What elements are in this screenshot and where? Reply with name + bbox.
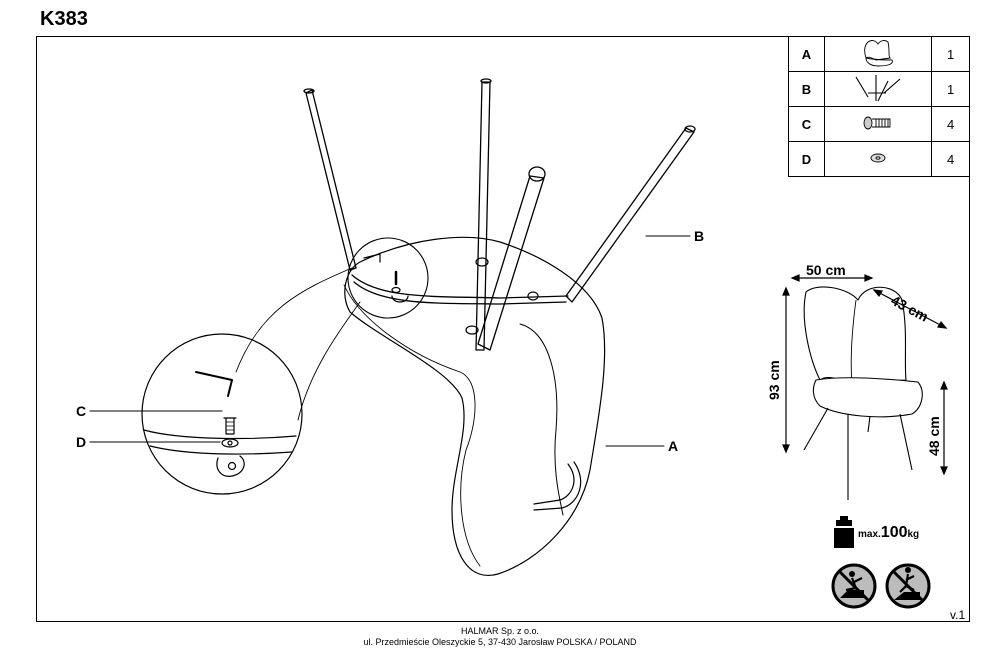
part-letter: B xyxy=(788,71,825,107)
parts-row: D 4 xyxy=(788,141,970,177)
chair-side-view xyxy=(803,286,923,500)
part-letter: A xyxy=(788,36,825,72)
part-qty: 4 xyxy=(931,106,970,142)
callout-d: D xyxy=(76,434,87,450)
no-standing-on-seat-icon xyxy=(831,563,877,609)
screw-icon xyxy=(863,116,891,129)
dim-seat-height-label: 48 cm xyxy=(926,416,942,456)
footer: HALMAR Sp. z o.o. ul. Przedmieście Olesz… xyxy=(0,626,1000,648)
parts-row: B 1 xyxy=(788,71,970,107)
callout-b: B xyxy=(694,228,705,244)
detail-circle-large xyxy=(141,333,303,495)
footer-company: HALMAR Sp. z o.o. xyxy=(460,626,540,636)
parts-row: A 1 xyxy=(788,36,970,72)
legs-frame xyxy=(303,78,696,351)
dim-width-label: 50 cm xyxy=(806,262,846,278)
mount-plate xyxy=(465,325,479,335)
model-number: K383 xyxy=(40,8,88,30)
part-letter: D xyxy=(788,141,825,177)
dim-height-label: 93 cm xyxy=(766,360,782,400)
part-qty: 1 xyxy=(931,71,970,107)
footer-address: ul. Przedmieście Oleszyckie 5, 37-430 Ja… xyxy=(363,637,637,647)
dim-depth-line xyxy=(873,289,947,329)
callout-a: A xyxy=(668,438,679,454)
max-load-unit: kg xyxy=(907,529,920,540)
seat-shell xyxy=(344,236,606,576)
part-qty: 1 xyxy=(931,36,970,72)
parts-row: C 4 xyxy=(788,106,970,142)
legs-frame-icon xyxy=(855,74,901,101)
max-load-prefix: max. xyxy=(858,529,881,540)
callout-c: C xyxy=(76,403,87,419)
parts-table: A 1 B 1 C 4 D 4 xyxy=(788,36,970,177)
diagram-frame xyxy=(36,36,970,622)
detail-circle-small xyxy=(347,237,429,319)
seat-back-handle xyxy=(519,323,564,516)
washer-icon xyxy=(870,153,886,162)
seat-icon xyxy=(864,39,893,66)
no-climbing-icon xyxy=(885,563,931,609)
version-label: v.1 xyxy=(950,608,966,622)
max-load-value: 100 xyxy=(880,524,908,541)
part-letter: C xyxy=(788,106,825,142)
max-load: max.100kg xyxy=(858,524,919,542)
weight-icon xyxy=(834,516,854,548)
part-qty: 4 xyxy=(931,141,970,177)
